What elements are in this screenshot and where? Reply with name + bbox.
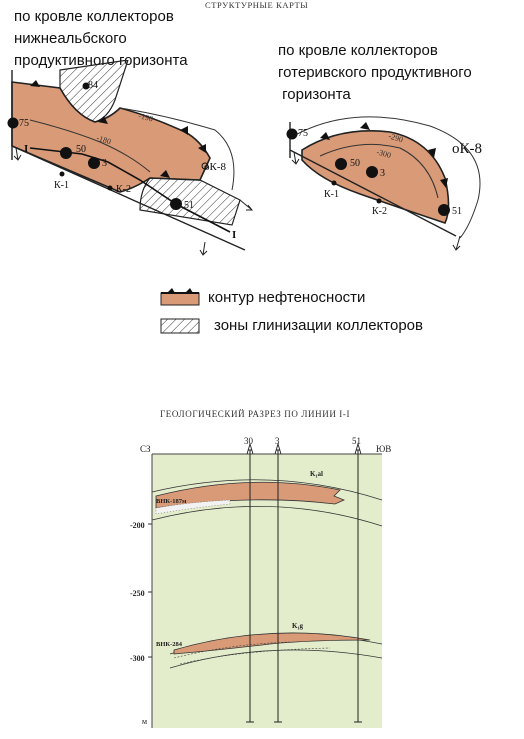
label-well-k2: К-2 <box>116 184 131 195</box>
well-k1 <box>331 180 337 186</box>
well-50 <box>60 147 72 159</box>
left-isoline-180 <box>29 119 151 173</box>
label-well-75: 75 <box>19 118 29 129</box>
left-structural-map: 84 75 50 3 51 К-1 К-2 оК-8 I I -190 -180 <box>7 60 254 256</box>
lower-oil-layer <box>173 632 371 655</box>
y-tick-label-250: -250 <box>130 589 145 598</box>
label-well-ok8: оК-8 <box>452 141 482 157</box>
direction-nw: СЗ <box>140 444 151 454</box>
well-label-51: 51 <box>352 436 361 446</box>
layer-upper-label: K₁al <box>310 470 323 478</box>
oil-contour-tick <box>30 80 40 87</box>
oil-contour-tick <box>98 116 108 124</box>
left-clay-zone-top <box>59 60 129 123</box>
profile-line-i-i <box>29 147 231 233</box>
well-k2 <box>376 198 382 204</box>
label-well-50: 50 <box>76 144 86 155</box>
right-caption-line-1: по кровле коллекторов <box>278 42 438 59</box>
label-well-k1: К-1 <box>324 189 339 200</box>
left-map-caption: по кровле коллекторов нижнеальбского про… <box>14 6 188 72</box>
direction-se: ЮВ <box>376 444 391 454</box>
vnk-lower-label: ВНК-284 <box>156 641 183 648</box>
left-caption-line-2: нижнеальбского <box>14 30 127 47</box>
left-caption-line-1: по кровле коллекторов <box>14 8 174 25</box>
derrick-icon <box>274 442 282 455</box>
label-well-k1: К-1 <box>54 180 69 191</box>
geological-cross-section: СЗ ЮВ 30 3 51 -200 -250 -300 м ВНК-187м … <box>130 436 391 728</box>
oil-contour-tick <box>180 126 188 135</box>
lower-clay-lenses <box>173 641 331 665</box>
well-k1 <box>59 171 65 177</box>
oil-contour-tick <box>428 148 436 158</box>
right-boundary-line <box>289 149 457 237</box>
label-line-i-start: I <box>24 143 28 155</box>
right-structural-map: 75 50 3 51 К-1 К-2 оК-8 -290 -300 <box>286 116 482 251</box>
well-label-30: 30 <box>244 436 254 446</box>
upper-horizon-top <box>151 479 383 501</box>
label-isoline-300: -300 <box>375 147 392 160</box>
legend-clay-zones: зоны глинизации коллекторов <box>160 317 423 334</box>
label-well-84: 84 <box>88 80 98 91</box>
upper-horizon-bottom <box>151 505 383 527</box>
label-well-51: 51 <box>452 206 462 217</box>
label-well-50: 50 <box>350 158 360 169</box>
right-isoline-290 <box>289 116 481 239</box>
upper-water-zone <box>155 499 231 515</box>
layer-lower-label: K₁g <box>292 622 304 630</box>
well-51 <box>438 204 450 216</box>
derrick-icon <box>354 442 362 455</box>
y-tick-label-300: -300 <box>130 654 145 663</box>
right-isoline-300 <box>319 143 439 199</box>
legend-oil-contour-label: контур нефтеносности <box>208 288 366 306</box>
oil-contour-swatch-icon <box>160 288 200 306</box>
well-label-3: 3 <box>275 436 280 446</box>
arrow-icon <box>239 199 254 211</box>
label-isoline-290: -290 <box>387 131 404 144</box>
derrick-icon <box>246 442 254 455</box>
clay-hatch-swatch-icon <box>160 318 200 333</box>
right-caption-line-3: горизонта <box>278 86 351 103</box>
label-well-51: 51 <box>184 200 194 211</box>
well-75 <box>286 128 298 140</box>
label-isoline-190: -190 <box>138 111 154 123</box>
oil-contour-tick <box>360 122 370 130</box>
y-unit-label: м <box>142 717 147 726</box>
right-caption-line-2: готеривского продуктивного <box>278 64 472 81</box>
arrow-icon <box>13 147 22 161</box>
oil-contour-tick <box>198 144 206 153</box>
well-ok8 <box>201 162 209 170</box>
arrow-icon <box>199 241 208 256</box>
label-well-75: 75 <box>298 128 308 139</box>
label-isoline-180: -180 <box>95 133 112 146</box>
section-title: ГЕОЛОГИЧЕСКИЙ РАЗРЕЗ ПО ЛИНИИ I-I <box>160 409 351 419</box>
oil-contour-tick <box>160 170 170 178</box>
right-map-caption: по кровле коллекторов готеривского проду… <box>278 40 472 106</box>
oil-contour-tick <box>320 132 330 140</box>
left-isoline-190 <box>119 107 235 191</box>
label-well-3: 3 <box>380 168 385 179</box>
label-well-ok8: оК-8 <box>204 161 227 173</box>
vnk-upper-label: ВНК-187м <box>156 498 187 505</box>
lower-horizon-bottom <box>169 649 383 669</box>
y-tick-label-200: -200 <box>130 521 145 530</box>
label-well-k2: К-2 <box>372 206 387 217</box>
label-line-i-end: I <box>232 229 236 241</box>
well-50 <box>335 158 347 170</box>
oil-contour-tick <box>440 178 448 188</box>
well-3 <box>88 157 100 169</box>
left-caption-line-3: продуктивного горизонта <box>14 52 188 69</box>
legend-oil-contour: контур нефтеносности <box>160 288 365 306</box>
legend-clay-zones-label: зоны глинизации коллекторов <box>214 317 423 334</box>
well-k2 <box>107 185 113 191</box>
well-75 <box>7 117 19 129</box>
maps-title: СТРУКТУРНЫЕ КАРТЫ <box>205 0 309 10</box>
label-well-3: 3 <box>102 158 107 169</box>
well-51 <box>170 198 182 210</box>
well-84 <box>82 82 90 90</box>
left-clay-zone-bottom <box>139 177 241 226</box>
well-3 <box>366 166 378 178</box>
arrow-icon <box>291 151 300 165</box>
left-boundary-line <box>11 145 246 251</box>
arrow-icon <box>452 235 461 251</box>
